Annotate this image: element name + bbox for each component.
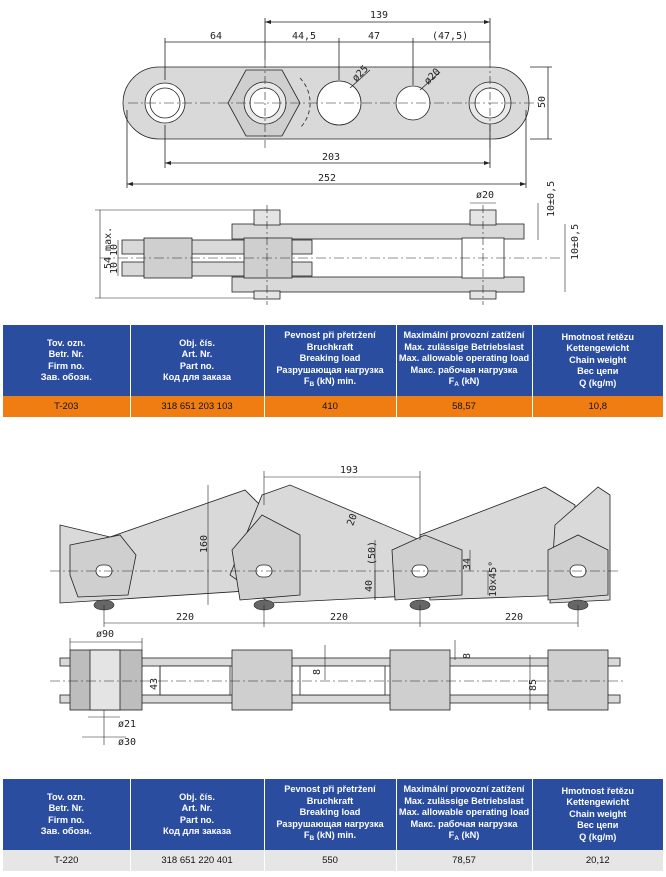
dim-47: 47 [368,31,380,42]
side-roller-1 [231,649,293,711]
header-firm-no: Tov. ozn.Betr. Nr.Firm no.Зав. обозн. [3,779,130,850]
dim-220-b: 220 [330,612,348,623]
dim-220-a: 220 [176,612,194,623]
dim-47-5: (47,5) [432,31,468,42]
side-plate-top [231,223,525,240]
dim-44-5: 44,5 [292,31,316,42]
side-8-a: 8 [312,669,323,675]
cell-part-no: 318 651 203 103 [129,396,264,417]
table-row: T-203 318 651 203 103 410 58,57 10,8 [3,396,663,417]
side-8-b: 8 [462,653,473,659]
side-phi30: ø30 [118,737,136,748]
cell-firm-no: T-220 [3,850,130,871]
chain-drawing-t220: 193 20 160 (50) 34 10x45° 40 220 220 220… [50,465,625,748]
cell-operating-load: 78,57 [395,850,532,871]
dim-34: 34 [462,558,473,570]
cell-firm-no: T-203 [3,396,130,417]
dim-252: 252 [318,173,336,184]
header-part-no: Obj. čís.Art. Nr.Part no.Код для заказа [129,779,264,850]
dim-50: (50) [367,541,378,565]
cell-breaking-load: 410 [263,396,396,417]
chain-drawing-t203: 139 64 44,5 47 (47,5) ø25 ø20 50 203 252… [95,10,581,305]
side-10pm05-a: 10±0,5 [546,181,557,217]
side-plate-bottom [231,276,525,293]
side-phi21: ø21 [118,719,136,730]
dim-139: 139 [370,10,388,21]
table-header-row: Tov. ozn.Betr. Nr.Firm no.Зав. обозн. Ob… [3,779,663,850]
dim-50: 50 [537,96,548,108]
cell-part-no: 318 651 220 401 [129,850,264,871]
cell-chain-weight: 10,8 [531,396,663,417]
dim-40: 40 [364,580,375,592]
header-firm-no: Tov. ozn.Betr. Nr.Firm no.Зав. обозн. [3,325,130,396]
dim-160: 160 [199,535,210,553]
spec-table-t203: Tov. ozn.Betr. Nr.Firm no.Зав. обозн. Ob… [3,325,663,417]
side-54max: 54 max. [103,227,114,269]
table-header-row: Tov. ozn.Betr. Nr.Firm no.Зав. обозн. Ob… [3,325,663,396]
dim-20: 20 [345,512,359,527]
spec-table-t220: Tov. ozn.Betr. Nr.Firm no.Зав. обозн. Ob… [3,779,663,871]
dim-203: 203 [322,152,340,163]
side-phi20: ø20 [476,190,494,201]
dim-10x45: 10x45° [488,561,499,597]
header-part-no: Obj. čís.Art. Nr.Part no.Код для заказа [129,325,264,396]
cell-breaking-load: 550 [263,850,396,871]
side-85: 85 [528,679,539,691]
side-roller-2 [389,649,451,711]
dim-220-c: 220 [505,612,523,623]
cell-chain-weight: 20,12 [531,850,663,871]
dim-193: 193 [340,465,358,476]
cell-operating-load: 58,57 [395,396,532,417]
table-row: T-220 318 651 220 401 550 78,57 20,12 [3,850,663,871]
side-roller-3 [547,649,609,711]
side-phi90: ø90 [96,629,114,640]
side-43: 43 [149,678,160,690]
side-10-a: 10 [109,244,120,256]
dim-64: 64 [210,31,222,42]
side-10pm05-b: 10±0,5 [570,224,581,260]
side-10-b: 10 [109,262,120,274]
